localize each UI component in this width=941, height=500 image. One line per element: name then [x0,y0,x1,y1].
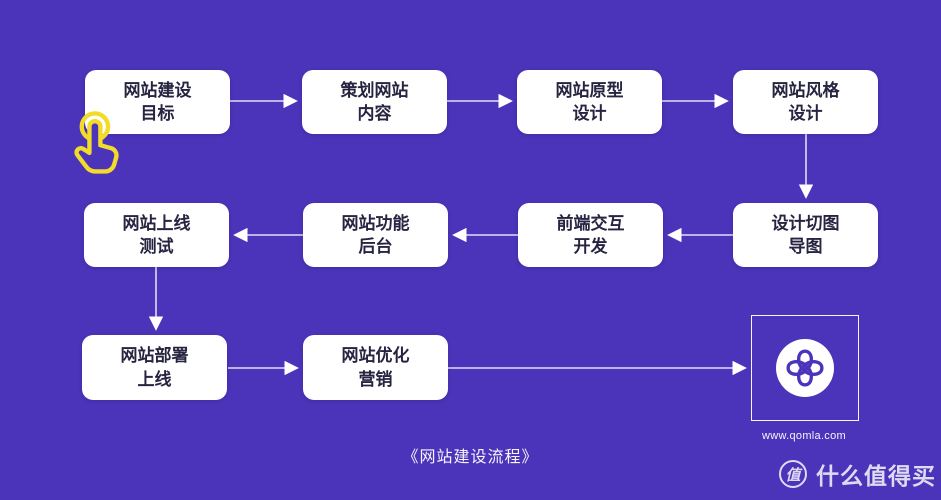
flow-box-prototype: 网站原型 设计 [517,70,662,134]
flow-box-plan: 策划网站 内容 [302,70,447,134]
flow-box-style: 网站风格 设计 [733,70,878,134]
smzdm-badge-icon: 值 [779,460,807,488]
brand-watermark: 值 什么值得买 [779,457,936,491]
flow-box-goal: 网站建设 目标 [85,70,230,134]
qomla-logo-circle [776,339,834,397]
flow-box-marketing: 网站优化 营销 [303,335,448,400]
flow-box-deploy: 网站部署 上线 [82,335,227,400]
logo-site-url: www.qomla.com [762,430,846,442]
diagram-caption: 《网站建设流程》 [402,449,539,466]
logo-box [751,315,859,421]
flow-box-frontend: 前端交互 开发 [518,203,663,267]
qomla-clover-icon [786,349,824,387]
watermark-brand-text: 什么值得买 [816,463,936,489]
flow-box-slicing: 设计切图 导图 [733,203,878,267]
flow-box-backend: 网站功能 后台 [303,203,448,267]
flow-box-testing: 网站上线 测试 [84,203,229,267]
